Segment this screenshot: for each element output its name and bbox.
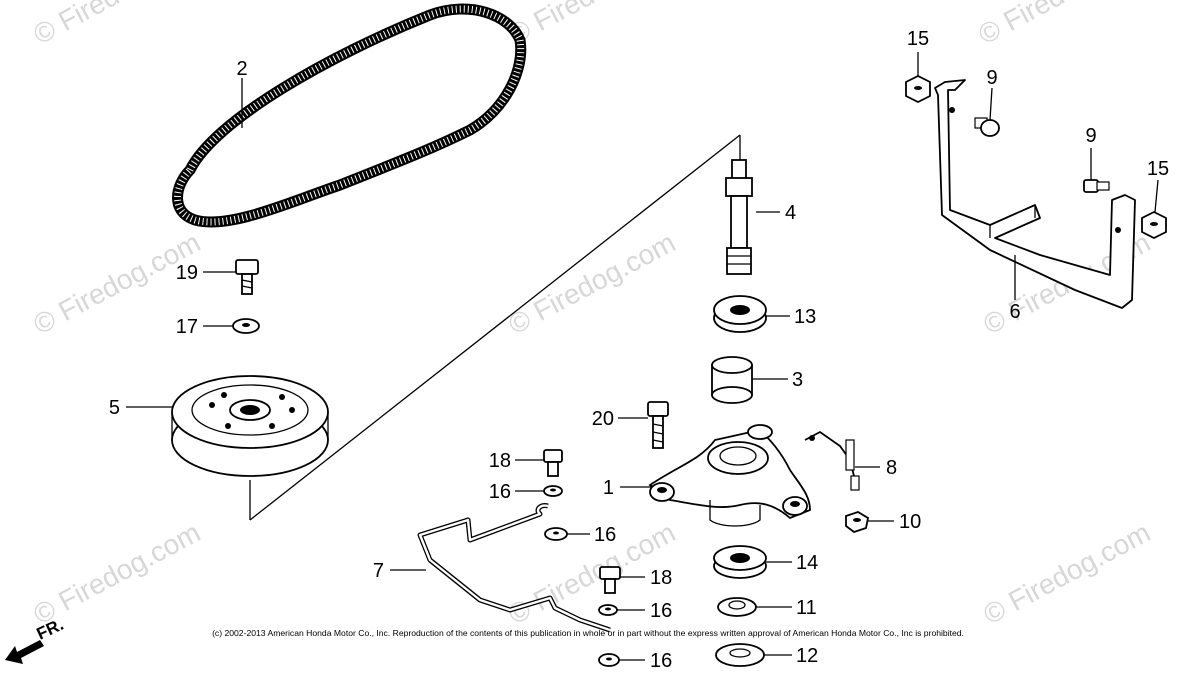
part-washer-16-d (598, 653, 620, 667)
callout-2: 2 (236, 58, 247, 80)
part-bolt-18-lower (599, 566, 621, 594)
callout-11: 11 (796, 597, 817, 619)
part-bolt-9-right (1083, 179, 1110, 193)
part-washer-11 (717, 597, 757, 617)
watermark-1: © Firedog.com (28, 0, 205, 50)
callout-13: 13 (794, 306, 816, 328)
part-idler-arm (648, 424, 811, 527)
callout-17: 17 (176, 316, 198, 338)
callout-18-lower: 18 (650, 567, 672, 589)
part-washer-16-a (543, 485, 563, 497)
part-bolt-9-top (974, 117, 1000, 137)
part-shaft (725, 159, 753, 275)
part-washer-16-c (598, 604, 618, 616)
part-nut-15-top (905, 74, 931, 104)
callout-8: 8 (886, 457, 897, 479)
part-bearing-13 (713, 295, 767, 333)
callout-16-c: 16 (650, 600, 672, 622)
leader-15-right (1154, 179, 1159, 213)
callout-16-b: 16 (594, 524, 616, 546)
part-collar (711, 356, 753, 404)
callout-16-d: 16 (650, 650, 672, 672)
leader-9-top (989, 87, 993, 121)
callout-7: 7 (373, 560, 384, 582)
part-washer-17 (232, 318, 260, 334)
watermark-9: © Firedog.com (978, 517, 1155, 631)
part-mounting-bracket (934, 79, 1136, 309)
callout-9-top: 9 (986, 67, 997, 89)
part-washer-16-b (544, 527, 568, 541)
callout-14: 14 (796, 552, 818, 574)
callout-4: 4 (785, 202, 796, 224)
callout-9-right: 9 (1085, 125, 1096, 147)
part-nut-10 (845, 511, 870, 534)
watermark-7: © Firedog.com (28, 517, 205, 631)
callout-10: 10 (899, 511, 921, 533)
direction-arrow-icon (5, 640, 44, 664)
callout-19: 19 (176, 262, 198, 284)
callout-20: 20 (592, 408, 614, 430)
copyright-notice: (c) 2002-2013 American Honda Motor Co., … (212, 628, 964, 638)
assembly-lines (249, 134, 741, 521)
callouts: 2 4 13 3 20 1 8 10 14 11 12 18 16 16 18 … (109, 28, 1169, 672)
part-rod (417, 503, 611, 633)
part-bolt-20 (647, 401, 669, 449)
callout-5: 5 (109, 397, 120, 419)
callout-15-top: 15 (907, 28, 929, 50)
callout-12: 12 (796, 645, 818, 667)
assembly-line-diagonal (249, 134, 741, 521)
part-bracket-8 (804, 430, 860, 491)
direction-indicator: FR. (5, 615, 67, 664)
watermark-5: © Firedog.com (503, 227, 680, 341)
part-bearing-14 (713, 545, 767, 579)
part-nut-15-right (1141, 210, 1167, 240)
callout-1: 1 (603, 477, 614, 499)
callout-16-a: 16 (489, 481, 511, 503)
part-pulley (171, 375, 329, 477)
callout-3: 3 (792, 369, 803, 391)
callout-6: 6 (1009, 301, 1020, 323)
callout-18-upper: 18 (489, 450, 511, 472)
part-bolt-18-upper (543, 449, 563, 477)
watermark-2: © Firedog.com (503, 0, 680, 50)
part-v-belt (172, 3, 527, 228)
part-washer-12 (715, 643, 765, 667)
part-bolt-19 (235, 259, 259, 295)
watermark-3: © Firedog.com (973, 0, 1150, 50)
callout-15-right: 15 (1147, 158, 1169, 180)
leader-lines (126, 52, 1159, 661)
